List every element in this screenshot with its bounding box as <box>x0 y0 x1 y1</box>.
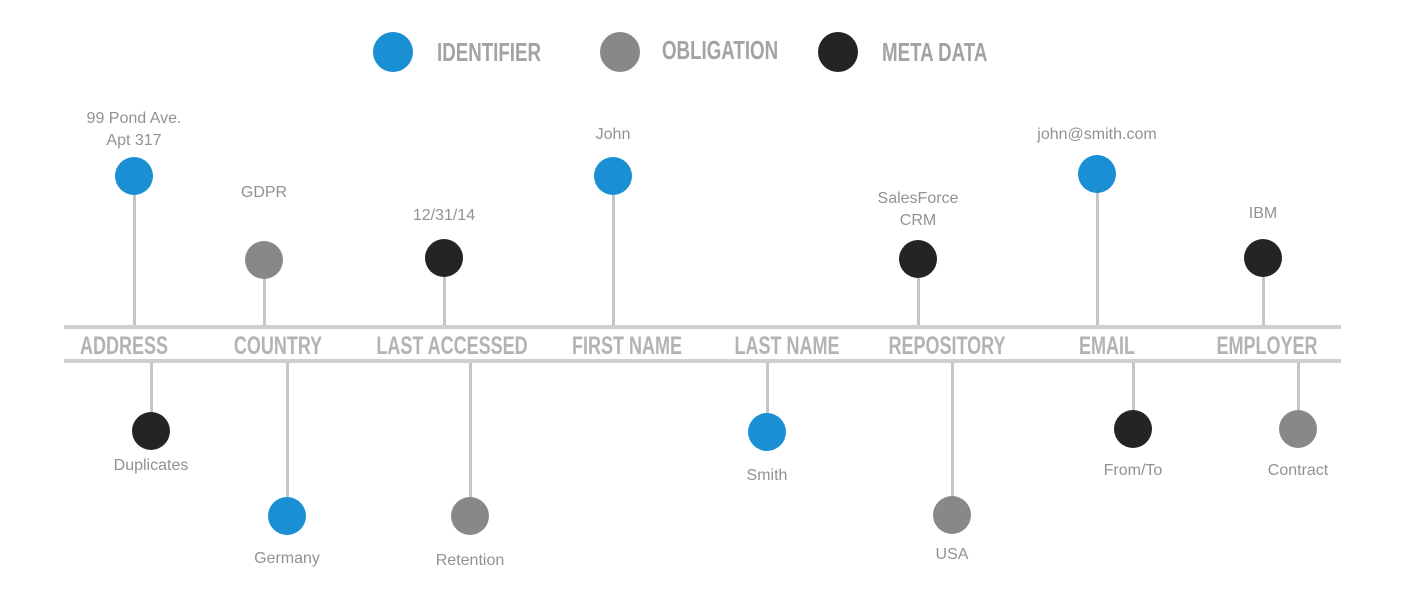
axis-top-line <box>64 325 1341 329</box>
email-below-meta-dot <box>1114 410 1152 448</box>
last-name-below-identifier-dot <box>748 413 786 451</box>
last-accessed-above-value: 12/31/14 <box>412 207 476 224</box>
last-name-below-stem <box>765 363 769 432</box>
employer-category-label: EMPLOYER <box>1216 332 1318 360</box>
email-below-stem <box>1131 363 1135 429</box>
repository-below-stem <box>950 363 954 515</box>
employer-below-obligation-dot <box>1279 410 1317 448</box>
employer-below-stem <box>1296 363 1300 429</box>
address-above-identifier-dot <box>115 157 153 195</box>
obligation-legend-label: OBLIGATION <box>662 35 779 65</box>
address-below-value: Duplicates <box>113 457 189 474</box>
first-name-above-value: John <box>595 126 631 143</box>
first-name-category-label: FIRST NAME <box>571 332 683 360</box>
last-accessed-below-value: Retention <box>435 552 505 569</box>
repository-category-label: REPOSITORY <box>888 332 1006 360</box>
first-name-above-identifier-dot <box>594 157 632 195</box>
email-above-value: john@smith.com <box>1037 126 1157 143</box>
country-below-identifier-dot <box>268 497 306 535</box>
employer-above-meta-dot <box>1244 239 1282 277</box>
address-below-stem <box>149 363 153 431</box>
last-name-category-label: LAST NAME <box>734 332 840 360</box>
country-below-value: Germany <box>254 550 320 567</box>
repository-above-meta-dot <box>899 240 937 278</box>
axis-bottom-line <box>64 359 1341 363</box>
meta-legend-label: META DATA <box>882 37 988 67</box>
first-name-above-stem <box>611 176 615 325</box>
email-above-stem <box>1095 174 1099 325</box>
address-above-stem <box>132 176 136 325</box>
address-above-value: 99 Pond Ave. Apt 317 <box>86 110 182 149</box>
last-accessed-above-meta-dot <box>425 239 463 277</box>
last-accessed-below-stem <box>468 363 472 516</box>
last-name-below-value: Smith <box>746 467 788 484</box>
last-accessed-above-stem <box>442 258 446 325</box>
address-below-meta-dot <box>132 412 170 450</box>
identifier-legend-dot <box>373 32 413 72</box>
employer-above-stem <box>1261 258 1265 325</box>
email-below-value: From/To <box>1103 462 1163 479</box>
obligation-legend-dot <box>600 32 640 72</box>
meta-legend-dot <box>818 32 858 72</box>
country-above-stem <box>262 260 266 325</box>
employer-above-value: IBM <box>1248 205 1278 222</box>
address-category-label: ADDRESS <box>79 332 169 360</box>
repository-below-value: USA <box>935 546 969 563</box>
country-below-stem <box>285 363 289 516</box>
country-category-label: COUNTRY <box>233 332 323 360</box>
country-above-obligation-dot <box>245 241 283 279</box>
repository-below-obligation-dot <box>933 496 971 534</box>
repository-above-stem <box>916 259 920 325</box>
repository-above-value: SalesForce CRM <box>877 190 959 229</box>
last-accessed-below-obligation-dot <box>451 497 489 535</box>
country-above-value: GDPR <box>240 184 288 201</box>
last-accessed-category-label: LAST ACCESSED <box>376 332 528 360</box>
email-category-label: EMAIL <box>1078 332 1136 360</box>
employer-below-value: Contract <box>1267 462 1329 479</box>
identifier-legend-label: IDENTIFIER <box>437 37 542 67</box>
email-above-identifier-dot <box>1078 155 1116 193</box>
